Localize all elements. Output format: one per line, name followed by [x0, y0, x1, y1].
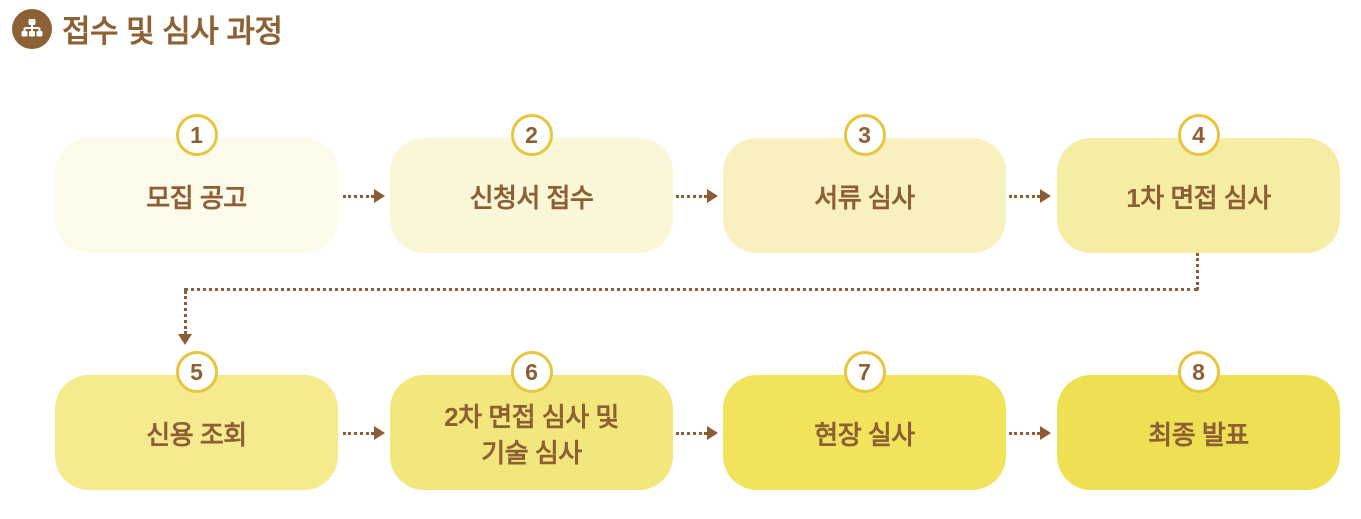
sitemap-icon: [12, 8, 52, 49]
step-box-7: 7 현장 실사: [723, 351, 1006, 490]
step-box-2: 2 신청서 접수: [390, 114, 673, 253]
step-number-badge: 4: [1177, 114, 1220, 156]
step-label: 2차 면접 심사 및 기술 심사: [444, 402, 619, 468]
arrow-down-icon: [178, 334, 192, 345]
step-number-badge: 1: [175, 114, 218, 156]
step-label: 신용 조회: [146, 419, 247, 450]
step-number-badge: 8: [1177, 351, 1220, 393]
step-label: 최종 발표: [1148, 419, 1249, 450]
wrap-connector-drop-segment: [184, 291, 187, 334]
step-label: 1차 면접 심사: [1126, 182, 1271, 213]
step-number-badge: 6: [510, 351, 553, 393]
step-box-6: 6 2차 면접 심사 및 기술 심사: [390, 351, 673, 490]
arrow-right-icon: [343, 425, 387, 441]
step-number-badge: 7: [843, 351, 886, 393]
step-box-8: 8 최종 발표: [1057, 351, 1340, 490]
step-number-badge: 2: [510, 114, 553, 156]
page-title-row: 접수 및 심사 과정: [12, 6, 283, 51]
step-box-1: 1 모집 공고: [55, 114, 338, 253]
step-box-4: 4 1차 면접 심사: [1057, 114, 1340, 253]
wrap-connector-down-segment: [1196, 253, 1199, 290]
page-title: 접수 및 심사 과정: [62, 14, 283, 49]
step-box-5: 5 신용 조회: [55, 351, 338, 490]
arrow-right-icon: [676, 188, 720, 204]
arrow-right-icon: [676, 425, 720, 441]
step-label: 신청서 접수: [469, 182, 594, 213]
arrow-right-icon: [343, 188, 387, 204]
step-label: 모집 공고: [146, 182, 247, 213]
step-label: 현장 실사: [814, 419, 915, 450]
step-box-3: 3 서류 심사: [723, 114, 1006, 253]
wrap-connector-horizontal-segment: [184, 288, 1198, 291]
arrow-right-icon: [1009, 425, 1053, 441]
step-number-badge: 5: [175, 351, 218, 393]
arrow-right-icon: [1009, 188, 1053, 204]
step-number-badge: 3: [843, 114, 886, 156]
step-label: 서류 심사: [814, 182, 915, 213]
